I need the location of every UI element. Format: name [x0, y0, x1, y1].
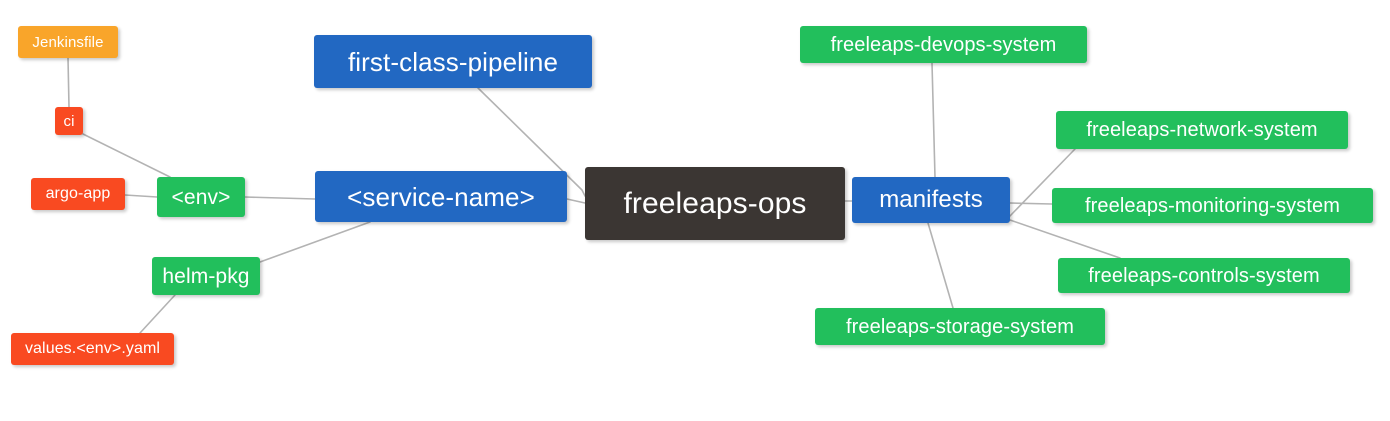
node-label: argo-app [45, 185, 111, 202]
node-argo-app[interactable]: argo-app [31, 178, 125, 210]
node-label: freeleaps-storage-system [845, 315, 1075, 338]
node-freeleaps-controls-system[interactable]: freeleaps-controls-system [1058, 258, 1350, 293]
node-label: Jenkinsfile [32, 33, 104, 51]
node-label: freeleaps-network-system [1086, 119, 1318, 141]
node-helm-pkg[interactable]: helm-pkg [152, 257, 260, 295]
node-freeleaps-monitoring-system[interactable]: freeleaps-monitoring-system [1052, 188, 1373, 223]
node-label: freeleaps-devops-system [830, 33, 1057, 56]
edge-env-to-argo-app [124, 194, 158, 198]
edge-ci-to-jenkinsfile [67, 57, 70, 108]
node-label: manifests [879, 186, 983, 213]
edge-service-name-to-env [244, 196, 316, 200]
edge-manifests-to-freeleaps-monitoring-system [1009, 202, 1053, 205]
node-label: <service-name> [347, 181, 535, 212]
node-ci[interactable]: ci [55, 107, 83, 135]
node-freeleaps-storage-system[interactable]: freeleaps-storage-system [815, 308, 1105, 345]
node-label: freeleaps-monitoring-system [1084, 194, 1340, 217]
node-label: helm-pkg [162, 264, 250, 288]
node-freeleaps-devops-system[interactable]: freeleaps-devops-system [800, 26, 1087, 63]
node-label: <env> [171, 185, 231, 209]
node-label: first-class-pipeline [347, 46, 559, 77]
node-values-yaml[interactable]: values.<env>.yaml [11, 333, 174, 365]
edge-helm-pkg-to-values-yaml [139, 294, 176, 334]
node-label: freeleaps-controls-system [1088, 264, 1320, 287]
node-label: values.<env>.yaml [24, 340, 161, 357]
node-first-class-pipeline[interactable]: first-class-pipeline [314, 35, 592, 88]
node-env[interactable]: <env> [157, 177, 245, 217]
edge-service-name-to-helm-pkg [259, 221, 371, 263]
node-jenkinsfile[interactable]: Jenkinsfile [18, 26, 118, 58]
edge-manifests-to-freeleaps-controls-system [1009, 219, 1121, 259]
node-label: freeleaps-ops [623, 186, 807, 220]
edge-manifests-to-freeleaps-storage-system [927, 222, 954, 309]
edge-manifests-to-freeleaps-devops-system [931, 62, 936, 178]
node-manifests[interactable]: manifests [852, 177, 1010, 223]
edge-freeleaps-ops-to-service-name [566, 198, 586, 204]
node-label: ci [63, 112, 75, 130]
node-service-name[interactable]: <service-name> [315, 171, 567, 222]
node-freeleaps-ops[interactable]: freeleaps-ops [585, 167, 845, 240]
node-freeleaps-network-system[interactable]: freeleaps-network-system [1056, 111, 1348, 149]
edge-env-to-ci [82, 133, 171, 178]
